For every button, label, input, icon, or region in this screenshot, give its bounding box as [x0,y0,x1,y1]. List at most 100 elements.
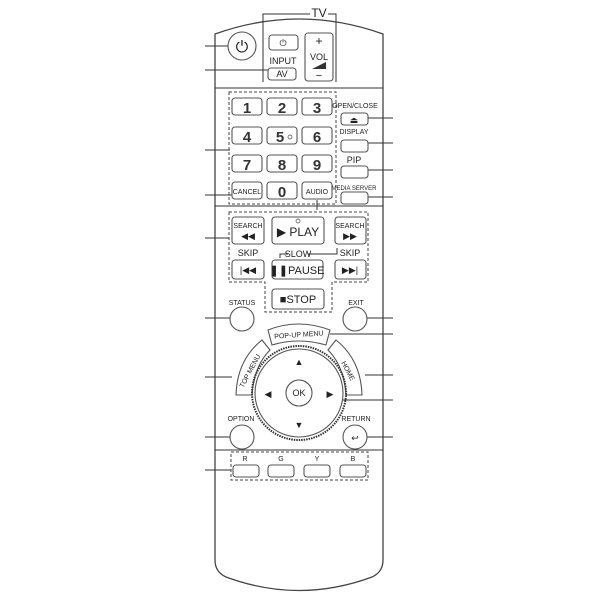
display-button[interactable] [340,139,369,153]
pause-button[interactable]: ❚❚PAUSE [270,259,325,280]
search-forward-button[interactable]: SEARCH▶▶ [334,216,367,245]
search-rewind-button[interactable]: SEARCH◀◀ [231,216,265,245]
power-icon: ⏻ [236,39,249,56]
skip-label: SKIP [238,248,259,258]
slow-label: SLOW [285,249,312,259]
audio-button[interactable]: AUDIO [301,181,333,200]
leader-lines [205,45,393,471]
play-label: ▶ PLAY [277,225,319,239]
option-label: OPTION [228,416,255,423]
num-button-5[interactable]: 5 [266,126,298,146]
tactile-dot-icon [287,134,293,140]
skip-forward-button[interactable]: ▶▶| [334,259,367,280]
home-button[interactable]: HOME [327,339,363,396]
arrow-right-icon: ▶ [327,389,334,399]
num-label: 5 [276,129,284,146]
color-label: B [351,456,356,463]
power-button[interactable]: ⏻ [227,31,257,61]
arrow-up-icon: ▲ [295,357,304,367]
status-button[interactable] [229,306,255,332]
open-close-label: OPEN/CLOSE [332,103,378,110]
num-button-9[interactable]: 9 [301,154,333,174]
num-button-8[interactable]: 8 [266,154,298,174]
vol-label: VOL [310,52,328,62]
num-label: 4 [243,129,252,146]
stop-button[interactable]: ■STOP [271,288,325,310]
color-label: R [242,456,247,463]
nav-up-button[interactable]: ▲ [295,357,304,367]
nav-ring [251,345,347,441]
color-label: Y [315,456,320,463]
tv-label: TV [311,6,326,20]
return-icon: ↩ [351,433,359,443]
nav-right-button[interactable]: ▶ [327,389,334,399]
audio-label: AUDIO [306,189,329,196]
num-label: 2 [278,100,286,117]
input-label: INPUT [270,56,298,66]
num-label: 1 [243,100,251,117]
skip-back-button[interactable]: |◀◀ [231,259,265,280]
num-label: 6 [313,129,321,146]
num-label: 7 [243,157,251,174]
num-label: 9 [313,157,321,174]
nav-left-button[interactable]: ◀ [265,389,272,399]
return-button[interactable]: ↩ [342,424,368,450]
fast-forward-icon: ▶▶ [343,231,357,241]
status-label: STATUS [229,300,256,307]
arrow-left-icon: ◀ [265,389,272,399]
num-button-4[interactable]: 4 [231,126,263,146]
pip-button[interactable] [340,165,369,179]
skip-label: SKIP [340,248,361,258]
option-button[interactable] [229,424,255,450]
eject-icon: ⏏ [350,115,359,125]
media-server-label: MEDIA SERVER [332,186,378,192]
cancel-label: CANCEL [233,189,262,196]
tv-power-button[interactable]: ⏻ [268,34,299,51]
arrow-down-icon: ▼ [295,420,304,430]
open-close-button[interactable]: ⏏ [340,112,369,126]
input-av-button[interactable]: AV [267,67,297,81]
pause-label: ❚❚PAUSE [270,265,325,277]
color-label: G [278,456,283,463]
num-button-6[interactable]: 6 [301,126,333,146]
display-label: DISPLAY [339,129,368,136]
exit-button[interactable] [342,306,368,332]
popup-menu-label: POP-UP MENU [274,330,324,340]
media-server-button[interactable] [340,191,369,205]
tv-group-bracket [262,13,337,82]
color-button-green[interactable]: G [267,456,295,478]
num-button-3[interactable]: 3 [301,97,333,117]
stop-label: ■STOP [280,294,316,306]
cancel-button[interactable]: CANCEL [231,181,263,200]
play-button[interactable]: ▶ PLAY [271,216,325,245]
num-button-2[interactable]: 2 [266,97,298,117]
color-button-blue[interactable]: B [339,456,367,478]
num-label: 0 [278,184,286,201]
volume-rocker[interactable]: + VOL − [304,32,334,82]
exit-label: EXIT [348,300,364,307]
num-label: 8 [278,157,286,174]
search-label: SEARCH [335,223,364,230]
num-label: 3 [313,100,321,117]
color-button-yellow[interactable]: Y [303,456,331,478]
ok-button[interactable]: OK [285,379,313,407]
rewind-icon: ◀◀ [241,231,255,241]
power-icon: ⏻ [279,38,286,48]
av-label: AV [276,69,287,79]
ok-label: OK [292,388,305,398]
skip-next-icon: ▶▶| [342,265,358,275]
vol-minus: − [316,70,322,82]
color-button-red[interactable]: R [232,456,260,478]
search-label: SEARCH [233,223,262,230]
numpad: 1 2 3 4 5 6 7 8 9 0 [231,97,333,201]
num-button-7[interactable]: 7 [231,154,263,174]
vol-plus: + [315,34,322,48]
popup-menu-button[interactable]: POP-UP MENU [267,323,331,346]
volume-ramp-icon [312,62,326,69]
num-button-1[interactable]: 1 [231,97,263,117]
skip-previous-icon: |◀◀ [240,265,256,275]
pip-label: PIP [347,155,362,165]
nav-down-button[interactable]: ▼ [295,420,304,430]
num-button-0[interactable]: 0 [266,181,298,201]
